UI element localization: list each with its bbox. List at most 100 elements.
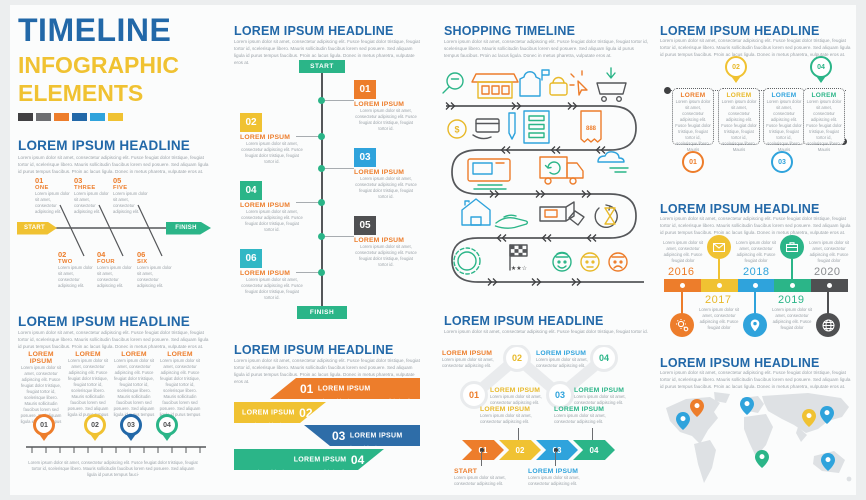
vtimeline-paragraph: Lorem ipsum dolor sit amet, consectetur … <box>234 39 420 65</box>
marker-circle-03: 03 <box>771 151 793 173</box>
click-cursor-icon <box>569 70 588 96</box>
globe-icon <box>816 313 840 337</box>
map-pin-blue-east-asia <box>820 406 834 424</box>
search-icon <box>442 72 464 94</box>
connector <box>296 136 320 138</box>
year-2020-text: Lorem ipsum dolor sit amet, consectetur … <box>808 240 850 263</box>
poster-title-line1: TIMELINE <box>18 12 172 48</box>
step-label-heading: LOREM IPSUM <box>442 350 493 357</box>
fishbone-word: FOUR <box>97 259 116 265</box>
ruler <box>26 446 206 453</box>
package-icon <box>539 201 585 226</box>
item-label: LOREM IPSUM <box>354 169 405 176</box>
marker-circle-01: 01 <box>682 151 704 173</box>
text-column-4: LOREM Lorem ipsum dolor sit amet, consec… <box>158 351 202 418</box>
axis-end-dot-left <box>664 87 671 94</box>
pin-number: 02 <box>84 414 106 436</box>
timeline-dot <box>318 199 325 206</box>
credit-card-hand-icon <box>472 118 500 140</box>
item-label: LOREM IPSUM <box>354 237 405 244</box>
banner-label: LOREM IPSUM <box>293 456 347 464</box>
svg-text:888: 888 <box>586 126 597 132</box>
year-segment-2017 <box>700 279 738 292</box>
color-swatches <box>18 108 126 126</box>
pin-tail <box>39 434 49 441</box>
item-text: Lorem ipsum dolor sit amet, consectetur … <box>355 244 417 267</box>
shopping-journey-graphic: .rd{stroke:#55575A;stroke-width:1.7;fill… <box>442 67 644 286</box>
step-number-03: 03 <box>554 390 565 400</box>
connector-line <box>555 451 556 466</box>
connector-line <box>592 428 593 446</box>
item-label: LOREM IPSUM <box>240 202 291 209</box>
basket-icon <box>549 76 568 96</box>
item-number: 05 <box>354 216 376 235</box>
delivery-truck-icon <box>539 156 584 185</box>
swatch-dark <box>18 113 33 121</box>
map-pin-blue-australia <box>821 453 835 471</box>
fishbone-word: TWO <box>58 259 73 265</box>
pin-number: 03 <box>120 414 142 436</box>
year-2016: 2016 <box>668 266 695 278</box>
stem <box>718 259 720 280</box>
connector <box>296 202 320 204</box>
year-2018: 2018 <box>743 266 770 278</box>
banner-label: LOREM IPSUM <box>317 385 371 393</box>
column-2: LOREM IPSUM HEADLINE Lorem ipsum dolor s… <box>232 0 422 500</box>
banner-number: 01 <box>300 381 314 396</box>
vtimeline-headline: LOREM IPSUM HEADLINE <box>234 24 394 38</box>
stem <box>827 292 829 314</box>
item-text: Lorem ipsum dolor sit amet, consectetur … <box>241 141 303 164</box>
map-pin-03: 03 <box>120 414 142 441</box>
map-pin-blue-west <box>676 412 690 430</box>
vtimeline-item-02: 02 LOREM IPSUM Lorem ipsum dolor sit ame… <box>240 113 304 165</box>
briefcase-icon <box>780 235 804 259</box>
step-label-3: LOREM IPSUM Lorem ipsum dolor sit amet, … <box>536 350 590 369</box>
boxes-paragraph: Lorem ipsum dolor sit amet, consectetur … <box>660 38 851 57</box>
fishbone-text: Lorem ipsum dolor sit amet, consectetur … <box>74 191 109 214</box>
section1-headline: LOREM IPSUM HEADLINE <box>18 138 191 153</box>
swatch-orange <box>54 113 69 121</box>
chevron-start-label: START <box>454 468 478 475</box>
fishbone-item-02: 02 TWO Lorem ipsum dolor sit amet, conse… <box>58 250 94 289</box>
finish-flag-icon: ★★☆ <box>509 244 528 272</box>
year-2016-text: Lorem ipsum dolor sit amet, consectetur … <box>662 240 704 263</box>
svg-text:$: $ <box>454 125 459 135</box>
steps-paragraph: Lorem ipsum dolor sit amet, consectetur … <box>444 329 649 334</box>
year-segment-2018 <box>737 279 775 292</box>
banner-04: LOREM IPSUM 04 Lorem ipsum dolor sit ame… <box>234 449 384 470</box>
chevron-label-text: Lorem ipsum dolor sit amet, consectetur … <box>480 413 532 424</box>
banner-number: 03 <box>332 428 346 443</box>
add-to-cart-icon <box>596 67 627 103</box>
step-label-heading: LOREM IPSUM <box>536 350 587 357</box>
pin-number: 02 <box>725 56 747 78</box>
section2-headline: LOREM IPSUM HEADLINE <box>18 314 191 329</box>
column-3: SHOPPING TIMELINE Lorem ipsum dolor sit … <box>440 0 652 500</box>
years-bar <box>664 279 848 292</box>
pin-number: 04 <box>156 414 178 436</box>
item-text: Lorem ipsum dolor sit amet, consectetur … <box>241 277 303 300</box>
banner-text: Lorem ipsum dolor sit amet, consectetur … <box>310 398 412 409</box>
segment-dot <box>790 283 796 288</box>
sad-face-icon <box>608 252 628 272</box>
pin-tail <box>816 76 826 83</box>
chevron-label-below-03: LOREM IPSUM Lorem ipsum dolor sit amet, … <box>528 468 590 487</box>
chevron-label-above-04: LOREM IPSUM Lorem ipsum dolor sit amet, … <box>554 406 616 425</box>
step-label-4: LOREM IPSUM Lorem ipsum dolor sit amet, … <box>574 387 630 406</box>
map-pin-yellow-asia <box>802 409 816 427</box>
chevron-02: 02 <box>499 440 541 460</box>
step-label-text: Lorem ipsum dolor sit amet, consectetur … <box>536 357 588 368</box>
vtimeline-axis <box>321 66 324 312</box>
timeline-dot <box>318 97 325 104</box>
box-text: Lorem ipsum dolor sit amet, consectetur … <box>675 99 711 152</box>
swatch-blue <box>72 113 87 121</box>
gears-icon <box>670 313 694 337</box>
connector <box>324 100 354 102</box>
chevron-04: 04 <box>573 440 615 460</box>
chevron-label-text: Lorem ipsum dolor sit amet, consectetur … <box>454 475 506 486</box>
chevron-label-heading: LOREM IPSUM <box>554 406 605 413</box>
map-headline: LOREM IPSUM HEADLINE <box>660 356 820 370</box>
envelope-icon <box>707 235 731 259</box>
fishbone-item-05: 05 FIVE Lorem ipsum dolor sit amet, cons… <box>113 176 149 215</box>
map-pin-green-africa <box>755 450 769 468</box>
hand-delivery-icon <box>494 214 529 229</box>
